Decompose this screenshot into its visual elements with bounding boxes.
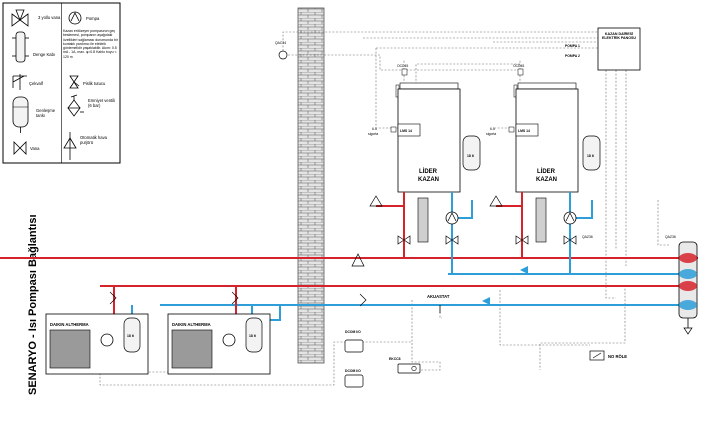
outdoor-sensor-label: QAC34 — [275, 41, 286, 45]
boiler-2: LMS 14 LİDER KAZAN 6 A sigorta OCD45 18 … — [486, 64, 601, 193]
legend-balance-note: Kazan eritözeyer pompasının geç beslemes… — [63, 29, 118, 59]
boiler-1-ocd: OCD45 — [397, 64, 408, 68]
dcom-1-label: DCOM I/O — [345, 330, 361, 334]
boiler-1-pump — [445, 211, 459, 225]
electric-panel: KAZAN DAİRESİ ELEKTRİK PANOSU POMPA 1 PO… — [565, 27, 641, 71]
boiler-1: LMS 14 LİDER KAZAN 6 A sigorta OCD45 18 … — [368, 64, 481, 193]
dcom-module-2: DCOM I/O — [344, 369, 364, 388]
heat-pump-2-label: DAIKIN ALTHERMA — [172, 322, 211, 327]
boiler-2-expansion-tank — [582, 135, 601, 171]
boiler-2-label-1: LİDER — [537, 168, 556, 175]
dirt-separator-icon — [69, 75, 80, 89]
legend-safety-valve-label: Emniyet ventili (6 bar) — [88, 98, 115, 108]
panel-pompa1: POMPA 1 — [565, 44, 580, 48]
balance-header: QAZ36 — [665, 235, 698, 335]
legend-air-vent-label: Otomatik hava purjörü — [80, 135, 107, 145]
boiler-2-module-box — [515, 123, 539, 137]
panel-title: KAZAN DAİRESİ ELEKTRİK PANOSU — [601, 32, 637, 41]
legend-air-vent-wrap: Otomatik hava purjörü — [80, 135, 107, 145]
no-relay: NO RÖLE — [589, 350, 627, 361]
legend-safety-valve-wrap: Emniyet ventili (6 bar) — [88, 98, 115, 108]
ekcc8-module: EKCC8 — [389, 357, 421, 374]
heat-pump-1-pump — [100, 333, 114, 347]
boiler-1-fuse-2: sigorta — [368, 132, 378, 136]
valves — [109, 195, 577, 307]
heat-pump-1: DAIKIN ALTHERMA 18 lt — [45, 313, 149, 375]
air-vent-icon — [63, 132, 77, 160]
legend-dirt-separator-label: Pislik tutucu — [83, 81, 106, 86]
flow-arrows — [482, 250, 528, 305]
legend-expansion-tank-label-1: Genleşme — [36, 108, 56, 113]
dcom-module-1: DCOM I/O — [344, 330, 364, 353]
boiler-2-label-2: KAZAN — [536, 177, 557, 183]
boiler-2-pump — [563, 211, 577, 225]
dcom-2-label: DCOM I/O — [345, 369, 361, 373]
legend-three-way-valve-label: 3 yollu vana — [38, 15, 61, 20]
heat-pump-1-tank — [123, 317, 141, 353]
heat-pump-1-fan — [49, 329, 91, 369]
boiler-2-module: LMS 14 — [518, 129, 530, 133]
legend-balance-note-wrap: Kazan eritözeyer pompasının geç beslemes… — [63, 29, 118, 59]
legend-pump-label: Pompa — [86, 16, 100, 21]
boiler-1-tank-label: 18 lt — [467, 154, 475, 158]
no-relay-label: NO RÖLE — [608, 354, 627, 359]
boiler-1-filter — [417, 197, 429, 243]
legend-expansion-tank-label-2: tankı — [36, 113, 45, 118]
boiler-1-module-box — [397, 123, 421, 137]
heat-pump-1-label: DAIKIN ALTHERMA — [50, 322, 89, 327]
supply-arrow-placeholder — [504, 250, 512, 262]
boiler-1-module: LMS 14 — [400, 129, 412, 133]
ekcc8-label: EKCC8 — [389, 357, 401, 361]
boiler-2-ocd: OCD45 — [513, 64, 524, 68]
boiler-2-filter — [535, 197, 547, 243]
legend-valve-label: Vana — [30, 146, 40, 151]
heat-pump-2-tank-label: 18 lt — [249, 334, 257, 338]
valve-icon — [13, 141, 27, 155]
panel-title-wrap: KAZAN DAİRESİ ELEKTRİK PANOSU — [601, 32, 637, 41]
heat-pump-1-tank-label: 18 lt — [127, 334, 135, 338]
legend-balance-tank-label: Denge Kabı — [33, 52, 55, 57]
return-arrow-2 — [482, 297, 490, 305]
pump-icon — [68, 11, 82, 25]
safety-valve-icon — [67, 94, 84, 117]
three-way-valve-icon — [11, 9, 29, 27]
heat-pump-2: DAIKIN ALTHERMA 18 lt — [167, 313, 271, 375]
balance-tank-icon — [12, 31, 29, 63]
panel-pompa2: POMPA 2 — [565, 54, 580, 58]
aquastat-label: AKUASTAT — [427, 294, 450, 299]
boiler-1-label-1: LİDER — [419, 168, 438, 175]
boiler-2-sensor-label: QAZ36 — [582, 235, 593, 239]
legend-check-valve-label: Çekvalf — [29, 81, 44, 86]
boiler-1-fuse-1: 6 A — [372, 127, 378, 131]
expansion-tank-icon — [12, 96, 29, 133]
boiler-2-fuse-2: sigorta — [486, 132, 496, 136]
heat-pump-2-fan — [171, 329, 213, 369]
boiler-2-tank-label: 18 lt — [587, 154, 595, 158]
check-valve-icon — [12, 74, 27, 90]
heat-pump-2-pump — [222, 333, 236, 347]
outdoor-sensor: QAC34 — [275, 41, 288, 60]
header-sensor-label: QAZ36 — [665, 235, 676, 239]
heat-pump-2-tank — [245, 317, 263, 353]
return-arrow-1 — [520, 266, 528, 274]
boiler-1-label-2: KAZAN — [418, 177, 439, 183]
legend: 3 yollu vana Pompa Denge Kabı Kazan erit… — [2, 2, 121, 164]
chimney-wall — [297, 7, 325, 364]
page-title: SENARYO - Isı Pompası Bağlantısı — [27, 214, 39, 395]
boiler-1-expansion-tank — [462, 135, 481, 171]
boiler-2-fuse-1: 6 A — [490, 127, 496, 131]
aquastat: AKUASTAT — [427, 294, 450, 313]
